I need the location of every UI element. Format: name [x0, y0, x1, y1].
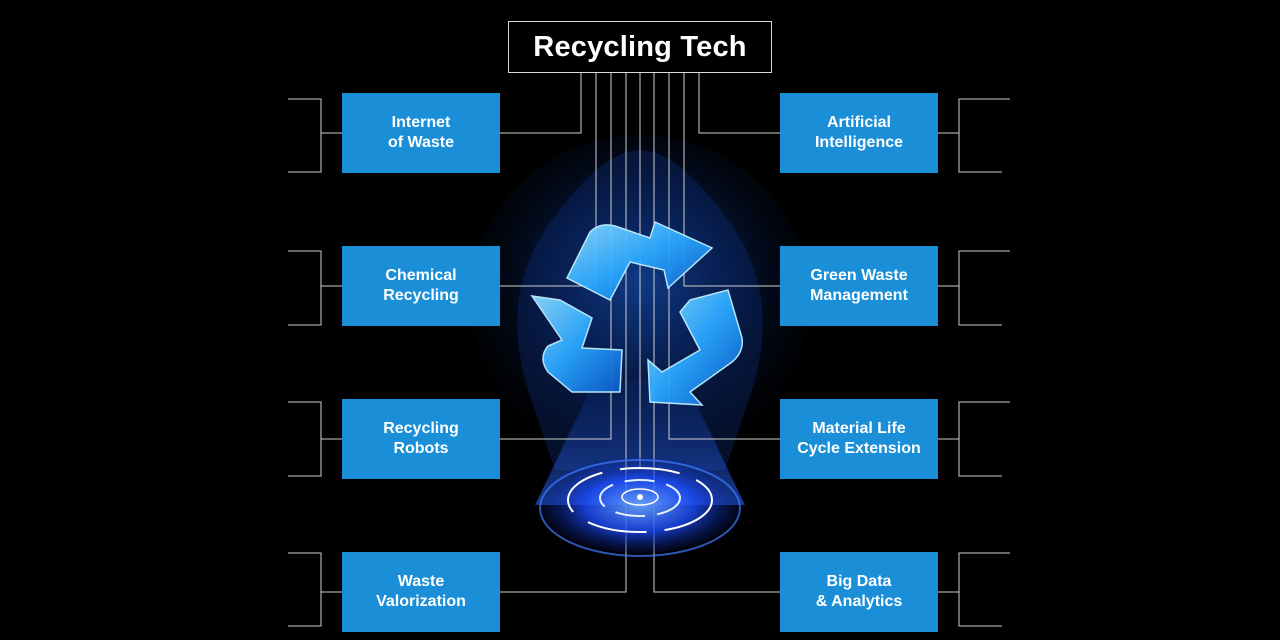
node-label: Waste Valorization: [376, 573, 466, 610]
node-artificial-intelligence: Artificial Intelligence: [780, 93, 938, 173]
node-label: Chemical Recycling: [383, 267, 459, 304]
node-green-waste-management: Green Waste Management: [780, 246, 938, 326]
node-big-data-analytics: Big Data & Analytics: [780, 552, 938, 632]
diagram-title-text: Recycling Tech: [533, 30, 747, 63]
node-internet-of-waste: Internet of Waste: [342, 93, 500, 173]
node-chemical-recycling: Chemical Recycling: [342, 246, 500, 326]
recycle-icon: [530, 220, 744, 406]
node-label: Artificial Intelligence: [814, 114, 904, 151]
node-label: Recycling Robots: [383, 420, 459, 457]
node-waste-valorization: Waste Valorization: [342, 552, 500, 632]
node-label: Big Data & Analytics: [815, 573, 903, 610]
node-label: Green Waste Management: [810, 267, 908, 304]
diagram-title: Recycling Tech: [508, 21, 772, 73]
node-material-life-cycle-extension: Material Life Cycle Extension: [780, 399, 938, 479]
hologram-projector-icon: [539, 457, 741, 557]
node-label: Internet of Waste: [387, 114, 455, 151]
node-label: Material Life Cycle Extension: [797, 420, 921, 457]
node-recycling-robots: Recycling Robots: [342, 399, 500, 479]
